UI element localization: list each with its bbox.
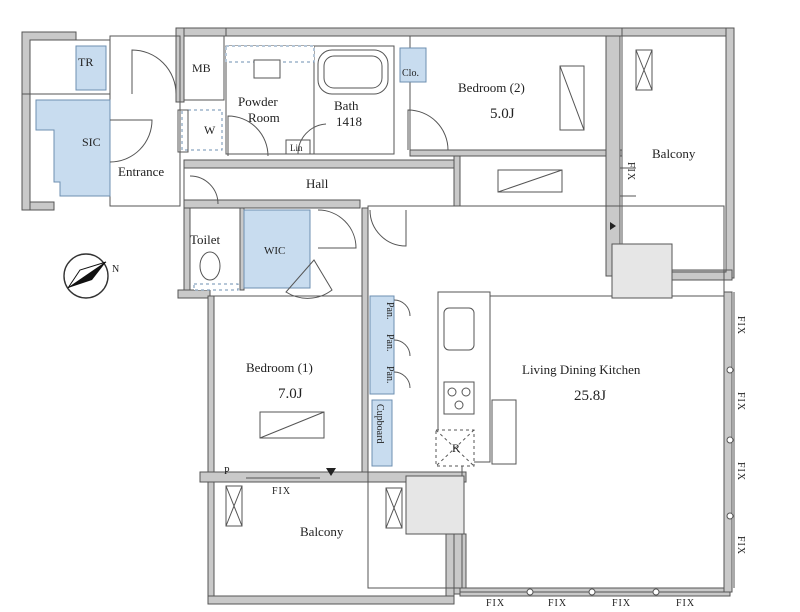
bedroom1-size: 7.0J <box>278 386 303 402</box>
w-label: W <box>204 123 216 137</box>
p-label: P <box>224 466 230 477</box>
fix-label: FIX <box>676 598 695 609</box>
hall-label: Hall <box>306 176 329 191</box>
bath-label: Bath <box>334 98 359 113</box>
bathtub <box>317 49 389 95</box>
ac-unit-bottom <box>405 475 465 535</box>
fix-label: FIX <box>272 486 291 497</box>
powder-room-label-line2: Room <box>248 110 280 125</box>
balcony-bottom-label: Balcony <box>300 524 344 539</box>
sic-label: SIC <box>82 135 101 149</box>
ldk-label: Living Dining Kitchen <box>522 362 641 377</box>
fixtures <box>177 45 673 535</box>
wic-closet <box>243 209 311 289</box>
fix-label: FIX <box>612 598 631 609</box>
clo-closet <box>399 47 427 83</box>
refrigerator-label: R <box>452 441 460 455</box>
sic-closet <box>35 99 111 197</box>
compass-icon: N <box>63 253 119 299</box>
toilet-bowl <box>199 251 221 281</box>
fix-label: FIX <box>735 316 746 335</box>
bedroom1-label: Bedroom (1) <box>246 360 313 375</box>
fix-label: FIX <box>735 392 746 411</box>
north-label: N <box>112 264 119 275</box>
balcony-top-label: Balcony <box>652 146 696 161</box>
tr-closet <box>75 45 107 91</box>
window-marker <box>326 468 336 476</box>
fix-label: FIX <box>486 598 505 609</box>
fix-label: FIX <box>735 536 746 555</box>
powder-room-label-line1: Powder <box>238 94 278 109</box>
fix-label: FIX <box>548 598 567 609</box>
door-swings <box>109 49 449 389</box>
pantry-label-1: Pan. <box>384 302 395 320</box>
bedroom2-label: Bedroom (2) <box>458 80 525 95</box>
bedroom2-size: 5.0J <box>490 106 515 122</box>
w-closet <box>181 109 223 151</box>
pantry <box>369 295 395 395</box>
kitchen-sink <box>443 307 475 351</box>
room-labels: TR MB SIC Entrance W Powder Room Bath 14… <box>78 55 696 539</box>
cupboard <box>371 399 393 467</box>
wic-label: WIC <box>264 245 285 257</box>
clo-label: Clo. <box>402 68 419 79</box>
toilet-label: Toilet <box>190 232 221 247</box>
fix-labels: FIX FIX FIX FIX FIX FIX FIX FIX FIX FIX <box>272 162 746 609</box>
lin-label: Lin <box>290 143 303 153</box>
cupboard-label: Cupboard <box>374 404 385 443</box>
fix-label: FIX <box>625 162 636 181</box>
pantry-label-2: Pan. <box>384 334 395 352</box>
tr-label: TR <box>78 55 93 69</box>
bath-size: 1418 <box>336 114 362 129</box>
kitchen-island <box>491 399 517 465</box>
fix-label: FIX <box>735 462 746 481</box>
pantry-label-3: Pan. <box>384 366 395 384</box>
ldk-size: 25.8J <box>574 388 606 404</box>
powder-sink <box>253 59 281 79</box>
closet-areas <box>35 45 427 467</box>
mb-label: MB <box>192 61 211 75</box>
window-marker <box>610 222 616 230</box>
entrance-label: Entrance <box>118 164 164 179</box>
fixed-windows <box>246 167 735 596</box>
ac-unit-top <box>611 243 673 299</box>
